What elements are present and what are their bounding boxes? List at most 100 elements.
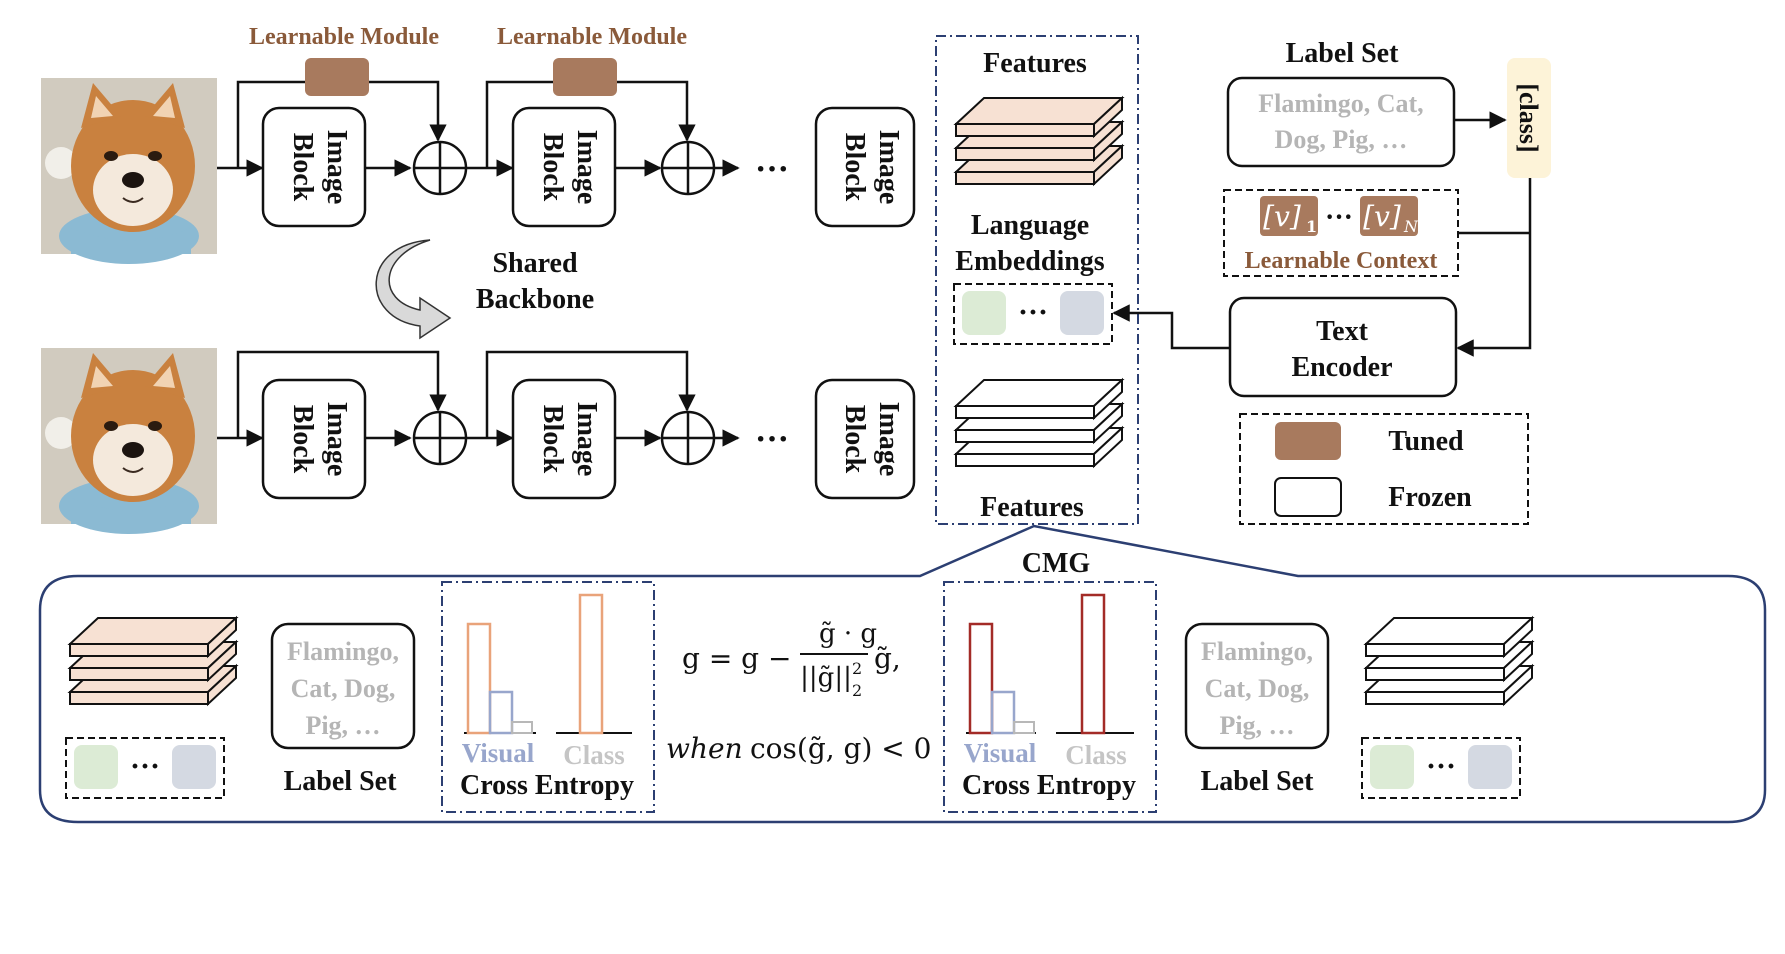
cmg-right-embeddings: ···: [1361, 737, 1521, 799]
learnable-module-2-label: Learnable Module: [497, 24, 687, 50]
svg-text:Image: Image: [321, 402, 352, 477]
right-ce-caption: Cross Entropy: [962, 770, 1136, 801]
top-branch: [217, 80, 740, 196]
cmg-right-label-set: Flamingo, Cat, Dog, Pig, …: [1184, 622, 1330, 750]
legend: Tuned Frozen: [1239, 413, 1529, 525]
text-encoder: Text Encoder: [1228, 296, 1458, 398]
svg-text:···: ···: [1018, 296, 1048, 329]
svg-text:g = g −: g = g −: [682, 642, 791, 675]
image-block-bottom-3: Image Block: [814, 378, 916, 500]
legend-frozen-label: Frozen: [1388, 482, 1472, 513]
right-visual-bar-2: [990, 690, 1016, 735]
cmg-title: CMG: [1022, 548, 1091, 579]
svg-text:[class]: [class]: [1514, 83, 1543, 152]
cmg-panel: [38, 524, 1767, 824]
right-visual-bar-3: [1013, 721, 1035, 734]
svg-text:Cat, Dog,: Cat, Dog,: [291, 674, 396, 703]
bottom-branch: [217, 350, 740, 466]
cmg-left-features: [67, 615, 239, 707]
svg-text:g̃ · g: g̃ · g: [819, 619, 877, 649]
learnable-module-1: [305, 58, 369, 96]
cmg-left-embeddings: ···: [65, 737, 225, 799]
cmg-right-ce-chart: Visual Class Cross Entropy: [943, 581, 1157, 813]
svg-text:Image: Image: [873, 130, 904, 205]
shared-backbone-arrow-icon: [375, 239, 452, 340]
svg-text:···: ···: [1325, 202, 1353, 233]
svg-text:||g̃||: ||g̃||: [800, 663, 852, 693]
svg-text:Image: Image: [321, 130, 352, 205]
dog-image-bottom: [40, 347, 218, 535]
bottom-ellipsis: ···: [755, 421, 789, 458]
svg-text:1: 1: [1306, 217, 1317, 236]
svg-text:[v]: [v]: [1363, 200, 1401, 233]
svg-text:Encoder: Encoder: [1291, 352, 1392, 383]
left-visual-bar-2: [488, 690, 514, 735]
label-set-box: Flamingo, Cat, Dog, Pig, …: [1226, 76, 1456, 168]
right-class-label: Class: [1065, 740, 1127, 770]
svg-text:Flamingo,: Flamingo,: [1201, 637, 1313, 666]
svg-text:···: ···: [130, 750, 160, 783]
svg-text:Block: Block: [537, 405, 568, 474]
cmg-right-label-set-caption: Label Set: [1201, 766, 1314, 797]
image-block-top-2: Image Block: [511, 106, 617, 228]
svg-text:2: 2: [852, 659, 862, 678]
svg-text:Dog, Pig, …: Dog, Pig, …: [1275, 125, 1408, 154]
right-visual-bar-1: [968, 622, 994, 735]
learnable-module-1-label: Learnable Module: [249, 24, 439, 50]
left-ce-caption: Cross Entropy: [460, 770, 634, 801]
learnable-context: [v] 1 ··· [v] N Learnable Context: [1223, 189, 1459, 277]
left-visual-bar-1: [466, 622, 492, 735]
lang-embeddings: ···: [953, 283, 1113, 345]
cmg-right-features: [1363, 615, 1535, 707]
svg-text:2: 2: [852, 681, 862, 700]
svg-text:Image: Image: [873, 402, 904, 477]
cmg-left-label-set-caption: Label Set: [284, 766, 397, 797]
left-visual-label: Visual: [462, 738, 535, 768]
features-panel: [935, 35, 1139, 525]
legend-frozen-swatch: [1274, 477, 1342, 517]
right-class-bar: [1080, 593, 1106, 735]
svg-text:Pig, …: Pig, …: [1219, 711, 1294, 740]
legend-tuned-swatch: [1275, 422, 1341, 460]
svg-text:Pig, …: Pig, …: [305, 711, 380, 740]
left-class-label: Class: [563, 740, 625, 770]
svg-text:Block: Block: [287, 133, 318, 202]
svg-text:Flamingo,: Flamingo,: [287, 637, 399, 666]
svg-text:N: N: [1403, 217, 1419, 236]
gradient-formula: g = g − g̃ · g ||g̃|| 2 2 g̃, when cos(g…: [666, 619, 931, 765]
image-block-bottom-1: Image Block: [261, 378, 367, 500]
features-stack-top: [953, 95, 1125, 187]
top-ellipsis: ···: [755, 151, 789, 188]
features-top-title: Features: [983, 48, 1087, 79]
lang-emb-title-line2: Embeddings: [955, 246, 1104, 277]
class-token: [class]: [1507, 58, 1551, 178]
svg-text:Learnable Context: Learnable Context: [1245, 248, 1438, 274]
left-visual-bar-3: [511, 721, 533, 734]
svg-text:Block: Block: [537, 133, 568, 202]
image-block-top-1: Image Block: [261, 106, 367, 228]
svg-text:cos(g̃, g) < 0: cos(g̃, g) < 0: [750, 732, 931, 765]
image-block-bottom-2: Image Block: [511, 378, 617, 500]
svg-text:Block: Block: [287, 405, 318, 474]
label-set-title: Label Set: [1286, 38, 1399, 69]
svg-text:Flamingo, Cat,: Flamingo, Cat,: [1258, 89, 1423, 118]
right-visual-label: Visual: [964, 738, 1037, 768]
svg-text:Block: Block: [839, 405, 870, 474]
svg-text:Image: Image: [571, 402, 602, 477]
left-class-bar: [578, 593, 604, 735]
dog-image-top: [40, 77, 218, 265]
shared-backbone-line1: Shared: [492, 248, 577, 279]
cmg-left-label-set: Flamingo, Cat, Dog, Pig, …: [270, 622, 416, 750]
svg-text:[v]: [v]: [1263, 200, 1301, 233]
shared-backbone-line2: Backbone: [476, 284, 594, 315]
legend-tuned-label: Tuned: [1388, 426, 1464, 457]
svg-text:···: ···: [1426, 750, 1456, 783]
features-stack-bottom: [953, 377, 1125, 469]
lang-emb-title-line1: Language: [971, 210, 1089, 241]
svg-text:Text: Text: [1316, 316, 1369, 347]
cmg-left-ce-chart: Visual Class Cross Entropy: [441, 581, 655, 813]
svg-text:Cat, Dog,: Cat, Dog,: [1205, 674, 1310, 703]
learnable-module-2: [553, 58, 617, 96]
image-block-top-3: Image Block: [814, 106, 916, 228]
